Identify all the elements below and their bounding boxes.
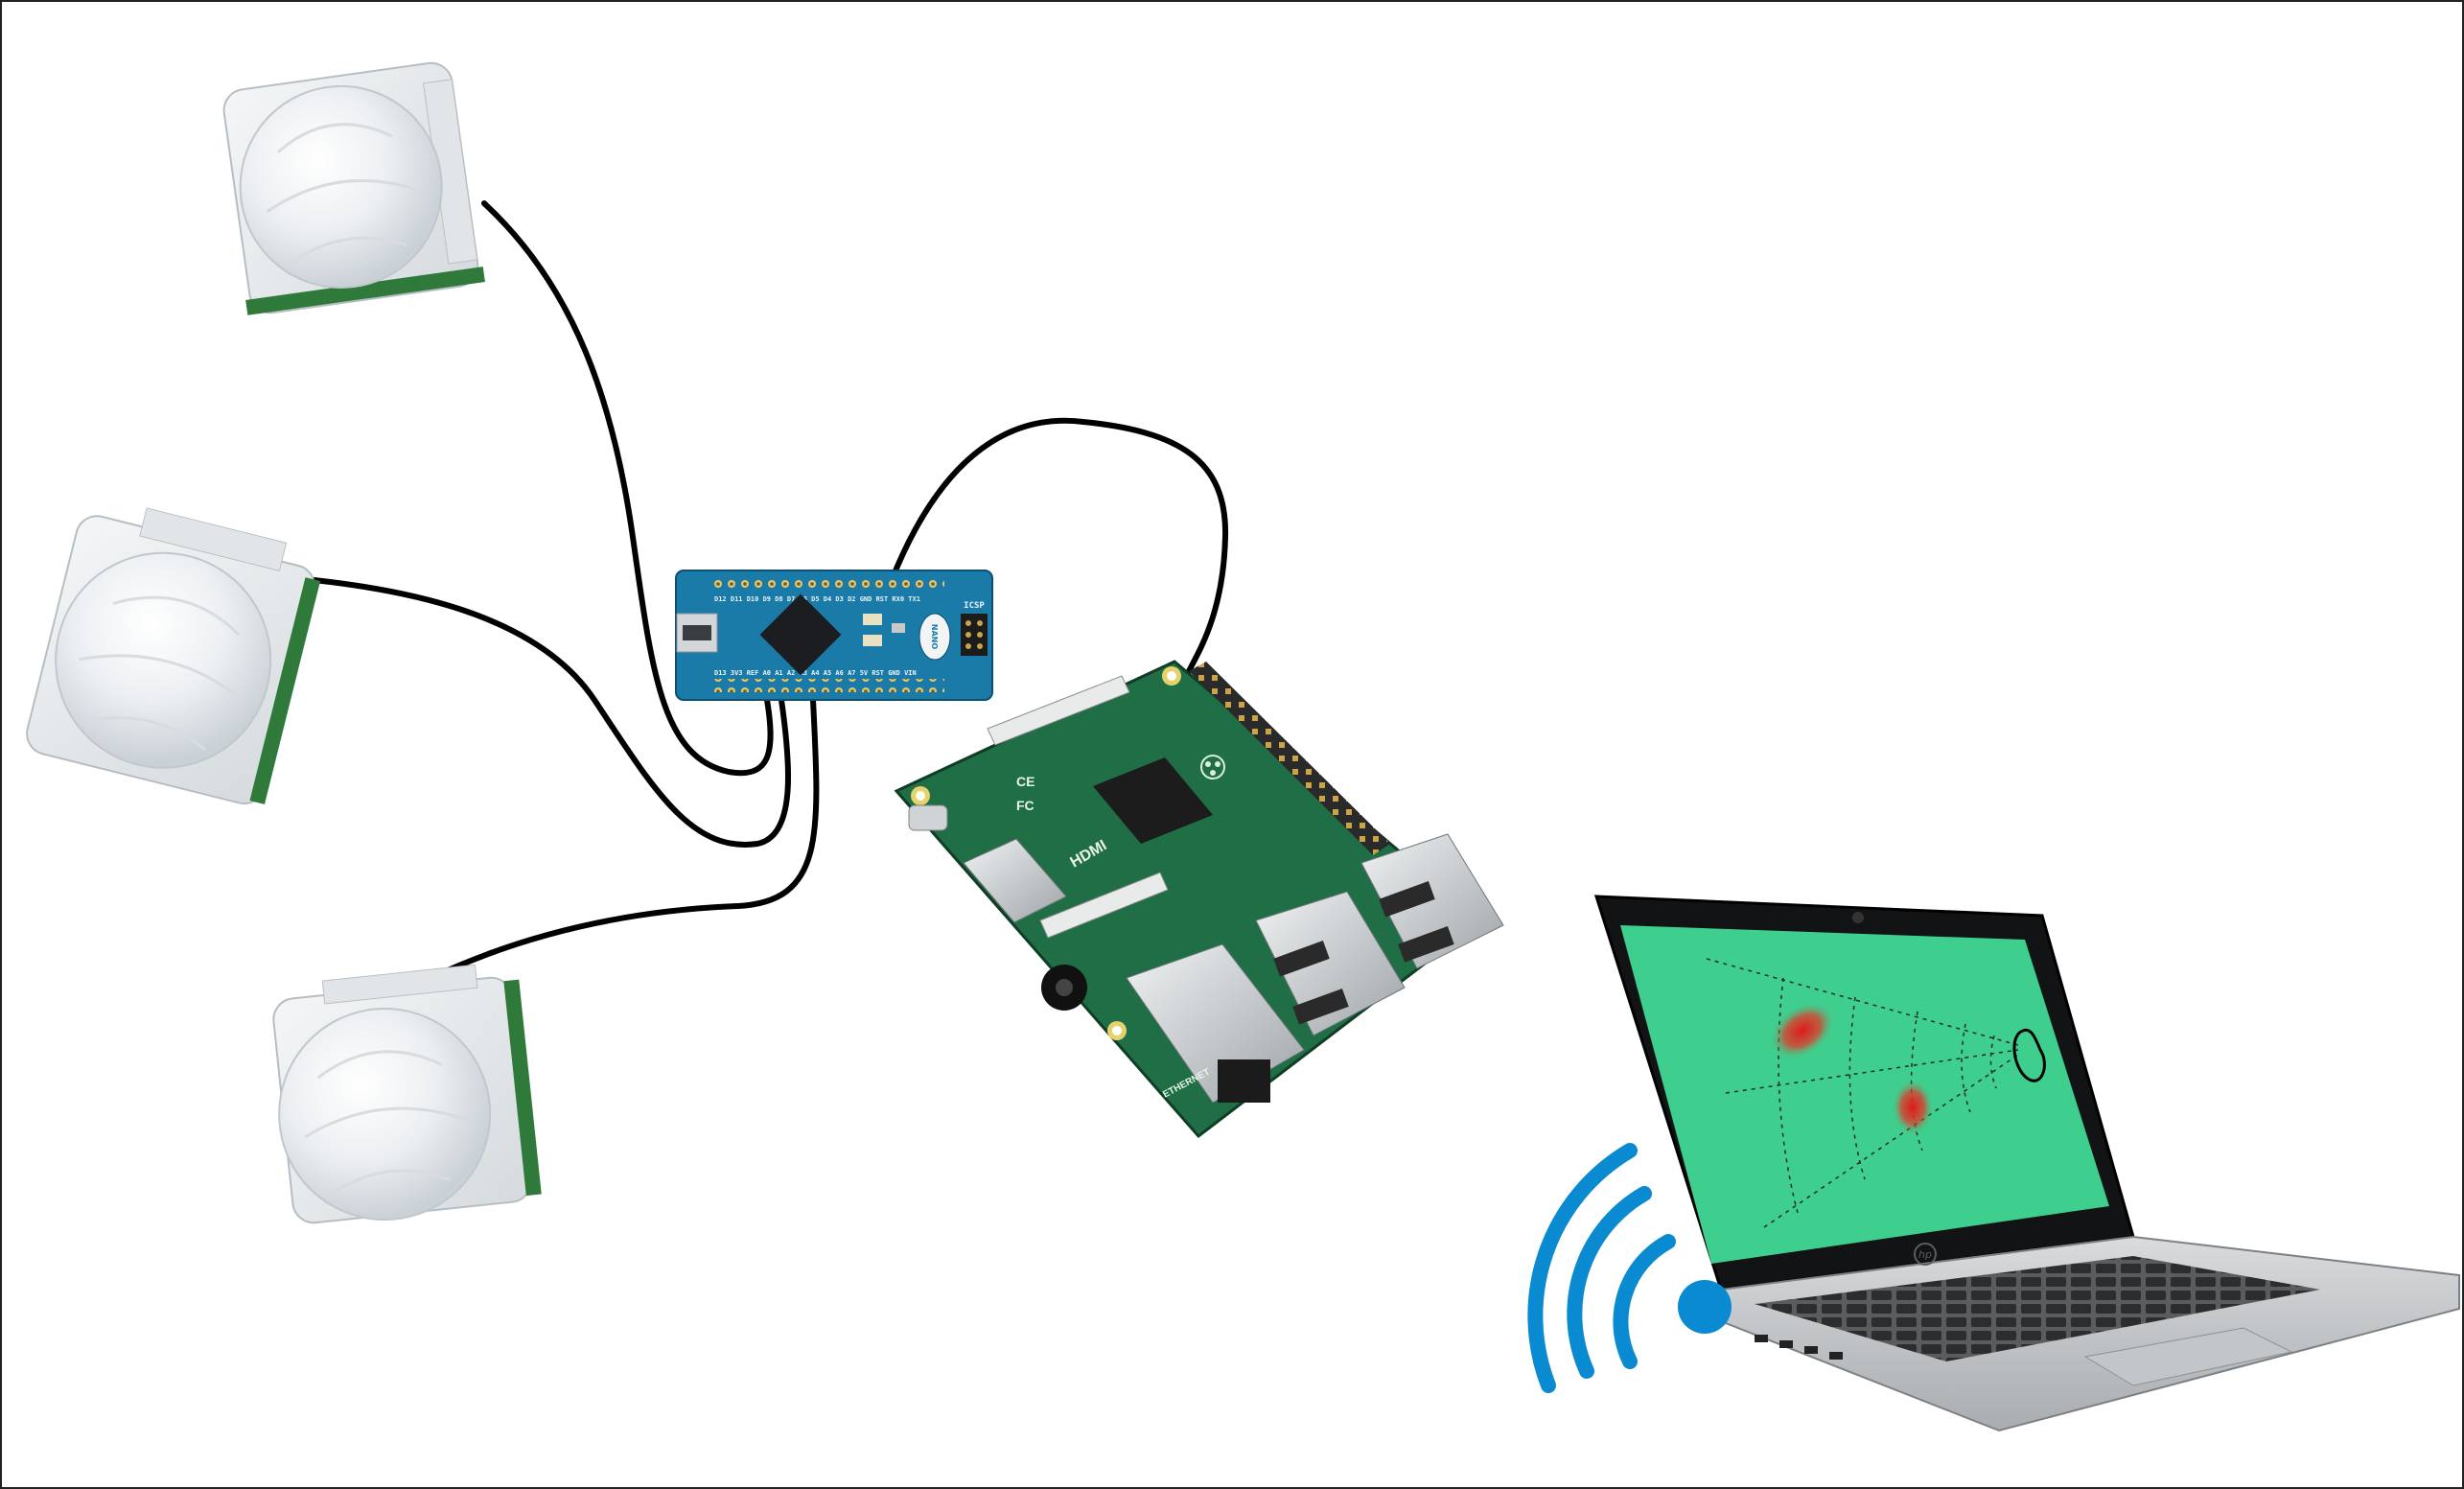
arduino-nano: D12 D11 D10 D9 D8 D7 D6 D5 D4 D3 D2 GND … — [675, 570, 993, 701]
touchpad — [2083, 1327, 2293, 1386]
pir-sensor-3 — [272, 964, 542, 1224]
wire-sensor3-arduino — [390, 697, 820, 1000]
raspberry-logo-icon — [1200, 755, 1225, 779]
hdmi-port — [963, 838, 1067, 923]
gpio-header — [1189, 662, 1390, 855]
detection-blob — [1769, 1001, 1836, 1060]
wire-arduino-rpi — [889, 417, 1229, 674]
pins-top-label: D12 D11 D10 D9 D8 D7 D6 D5 D4 D3 D2 GND … — [714, 595, 920, 603]
usb-port-2 — [1360, 833, 1504, 969]
ce-mark: CE — [1016, 774, 1034, 789]
icsp-label: ICSP — [964, 601, 985, 611]
webcam — [1852, 912, 1864, 923]
usb-port-1 — [1255, 891, 1406, 1036]
sensor-origin-marker — [2012, 1028, 2046, 1082]
wire-sensor1-arduino — [481, 200, 774, 777]
pir-sensor-1 — [222, 61, 485, 315]
icsp-header — [961, 614, 988, 656]
hp-logo-icon: hp — [1914, 1243, 1937, 1266]
keyboard — [1755, 1256, 2320, 1361]
mcu-chip — [759, 593, 842, 676]
nano-logo — [918, 613, 951, 661]
soc-chip — [1093, 757, 1213, 844]
laptop-screen — [1620, 925, 2109, 1264]
pir-sensor-2 — [26, 507, 321, 805]
pin-header-bottom — [709, 679, 944, 692]
detection-blob — [1892, 1079, 1934, 1136]
wire-sensor2-arduino — [256, 572, 791, 848]
board-label: NANO — [930, 624, 939, 650]
radar-grid — [1706, 958, 2019, 1228]
fc-mark: FC — [1016, 798, 1034, 813]
pin-header-top — [709, 578, 944, 592]
pins-bottom-label: D13 3V3 REF A0 A1 A2 A3 A4 A5 A6 A7 5V R… — [714, 669, 917, 677]
wifi-icon — [1527, 1143, 1732, 1393]
laptop: hp — [1593, 895, 2460, 1432]
wires — [256, 200, 1229, 1000]
micro-usb-port — [908, 804, 948, 831]
raspberry-pi: HDMI CE FC ETHERNET — [894, 660, 1504, 1139]
hp-brand: hp — [1918, 1248, 1932, 1261]
